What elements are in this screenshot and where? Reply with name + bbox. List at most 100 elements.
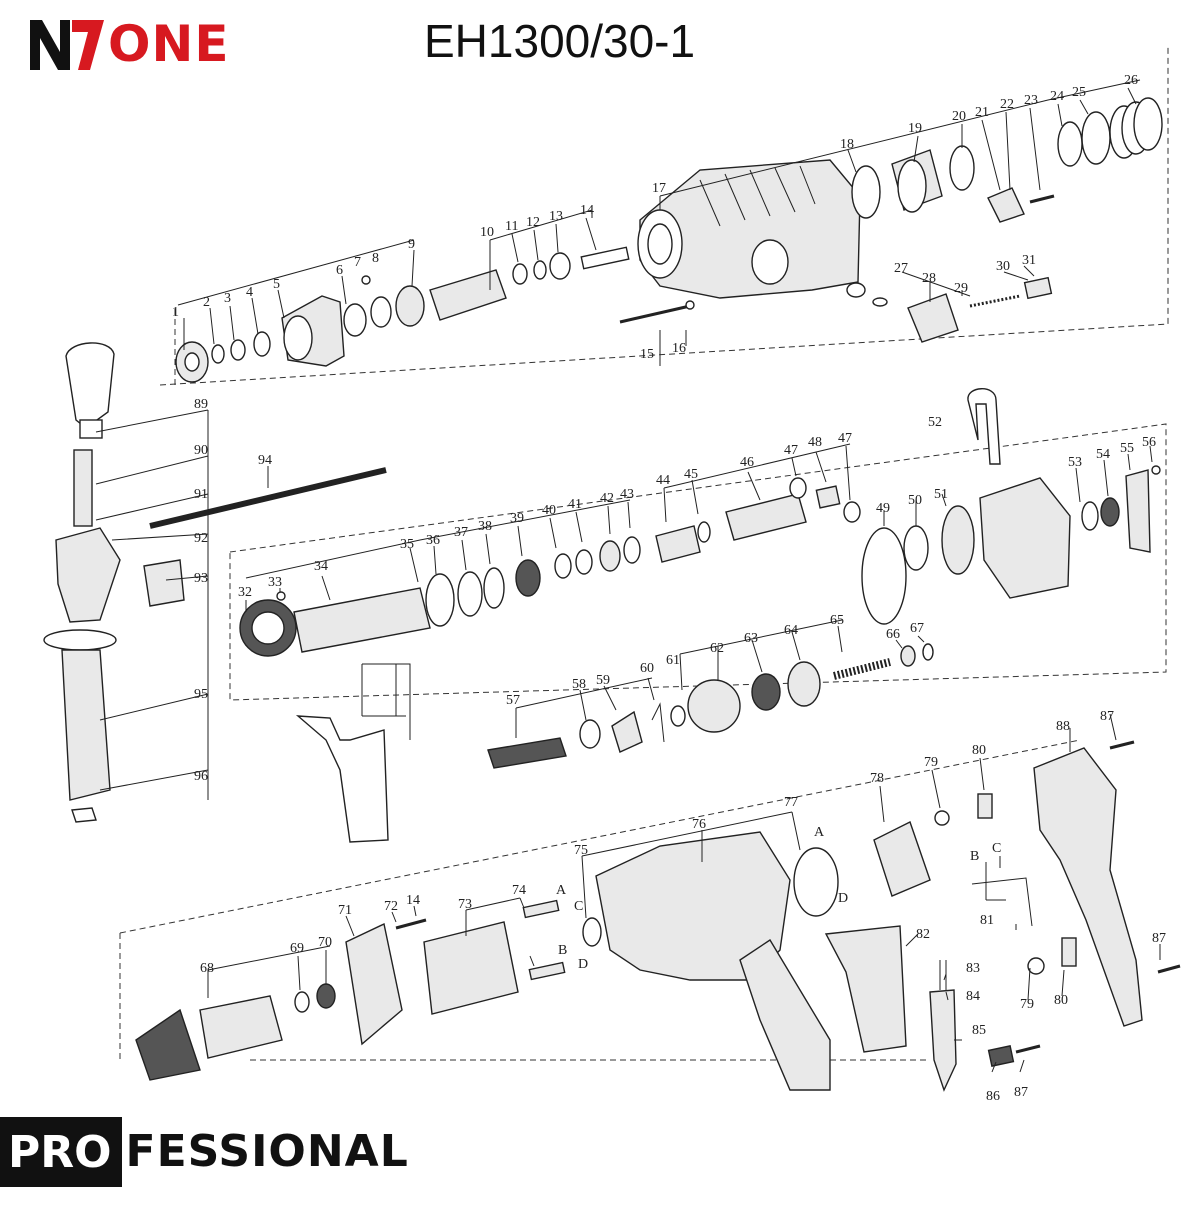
brand-logo: ONE xyxy=(28,14,230,74)
callout-55: 55 xyxy=(1120,441,1134,456)
callout-13: 13 xyxy=(549,209,563,224)
callout-70: 70 xyxy=(318,935,332,950)
professional-badge-text: FESSIONAL xyxy=(125,1126,409,1177)
callout-87b: 87 xyxy=(1100,709,1114,724)
callout-54: 54 xyxy=(1096,447,1110,462)
parts-side-handle xyxy=(43,342,387,823)
callout-36: 36 xyxy=(426,533,440,548)
callout-D2: D xyxy=(838,891,848,906)
callout-B1: B xyxy=(558,943,567,958)
parts-gear-row xyxy=(487,643,934,769)
part-51-crank-housing xyxy=(979,477,1071,599)
part-77-brush-holder xyxy=(793,847,839,917)
part-46-flier xyxy=(725,493,807,541)
callout-44: 44 xyxy=(656,473,670,488)
callout-19: 19 xyxy=(908,121,922,136)
callout-76: 76 xyxy=(692,817,706,832)
callout-21: 21 xyxy=(975,105,989,120)
callout-88: 88 xyxy=(1056,719,1070,734)
callout-A1: A xyxy=(556,883,567,898)
callout-D1: D xyxy=(578,957,588,972)
part-62-clutch xyxy=(687,679,741,733)
callout-66: 66 xyxy=(886,627,900,642)
part-88-handle-cover xyxy=(1033,747,1143,1027)
part-49-seal xyxy=(861,527,907,625)
callout-40: 40 xyxy=(542,503,556,518)
callout-B2: B xyxy=(970,849,979,864)
callout-32: 32 xyxy=(238,585,252,600)
callout-89: 89 xyxy=(194,397,208,412)
professional-badge: PRO FESSIONAL xyxy=(0,1112,409,1192)
callout-85: 85 xyxy=(972,1023,986,1038)
callout-69: 69 xyxy=(290,941,304,956)
callout-7: 7 xyxy=(354,255,361,270)
group-frames xyxy=(119,44,1169,1061)
callout-68: 68 xyxy=(200,961,214,976)
callout-12: 12 xyxy=(526,215,540,230)
callout-77: 77 xyxy=(784,795,798,810)
brand-logo-mark-icon xyxy=(30,20,104,70)
callout-35: 35 xyxy=(400,537,414,552)
callout-84: 84 xyxy=(966,989,980,1004)
part-93-clamp xyxy=(143,559,185,607)
callout-78: 78 xyxy=(870,771,884,786)
callout-10: 10 xyxy=(480,225,494,240)
callout-16: 16 xyxy=(672,341,686,356)
parts-top-row xyxy=(175,246,695,383)
callout-91: 91 xyxy=(194,487,208,502)
part-55-plate xyxy=(1125,469,1151,553)
callout-49: 49 xyxy=(876,501,890,516)
callout-74: 74 xyxy=(512,883,526,898)
callout-50: 50 xyxy=(908,493,922,508)
callout-1: 1 xyxy=(172,305,179,320)
part-90-bolt xyxy=(73,449,93,527)
callout-A2: A xyxy=(814,825,825,840)
callout-34: 34 xyxy=(314,559,328,574)
callout-45: 45 xyxy=(684,467,698,482)
callout-51: 51 xyxy=(934,487,948,502)
callout-65: 65 xyxy=(830,613,844,628)
part-73-stator xyxy=(423,921,519,1015)
callout-41: 41 xyxy=(568,497,582,512)
part-34-cylinder xyxy=(293,587,431,653)
callout-15: 15 xyxy=(640,347,654,362)
callout-90: 90 xyxy=(194,443,208,458)
callout-87c: 87 xyxy=(1152,931,1166,946)
callout-14b: 14 xyxy=(406,893,420,908)
part-89-clamp-band xyxy=(65,342,115,429)
callout-43: 43 xyxy=(620,487,634,502)
callout-62: 62 xyxy=(710,641,724,656)
part-9-spring xyxy=(395,285,425,327)
callout-87a: 87 xyxy=(1014,1085,1028,1100)
part-96-nut xyxy=(71,807,97,823)
callout-C2: C xyxy=(992,841,1001,856)
parts-switch xyxy=(295,663,411,843)
callout-79b: 79 xyxy=(1020,997,1034,1012)
model-title: EH1300/30-1 xyxy=(424,15,696,67)
callout-42: 42 xyxy=(600,491,614,506)
callout-labels: 1 2 3 4 5 6 7 8 9 10 11 12 13 14 15 16 1… xyxy=(172,73,1166,1104)
callout-94: 94 xyxy=(258,453,272,468)
callout-67: 67 xyxy=(910,621,924,636)
callout-26: 26 xyxy=(1124,73,1138,88)
callout-9: 9 xyxy=(408,237,415,252)
parts-top-right xyxy=(846,97,1163,343)
callout-64: 64 xyxy=(784,623,798,638)
callout-58: 58 xyxy=(572,677,586,692)
callout-23: 23 xyxy=(1024,93,1038,108)
callout-39: 39 xyxy=(510,511,524,526)
part-10-tool-holder xyxy=(429,269,507,321)
parts-middle-row xyxy=(239,388,1161,657)
callout-28: 28 xyxy=(922,271,936,286)
callout-81: 81 xyxy=(980,913,994,928)
part-85-cable-sleeve xyxy=(929,989,957,1092)
callout-59: 59 xyxy=(596,673,610,688)
brand-logo-text: ONE xyxy=(108,15,230,73)
part-switch-assembly xyxy=(295,715,389,843)
callout-71: 71 xyxy=(338,903,352,918)
callout-57: 57 xyxy=(506,693,520,708)
callout-93: 93 xyxy=(194,571,208,586)
callout-8: 8 xyxy=(372,251,379,266)
